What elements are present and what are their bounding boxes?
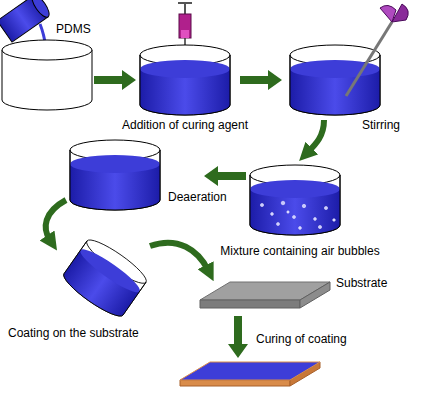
step-label: Coating on the substrate [8,326,139,340]
coated-substrate [180,362,320,386]
pdms-beaker [140,45,230,115]
stirrer [346,4,408,96]
air-bubbles [260,201,335,229]
stirring-beaker [290,45,380,115]
flow-arrow [94,70,136,90]
flow-arrow [228,316,248,358]
flow-arrow [46,200,66,240]
flow-arrow [150,243,208,270]
step-label: Addition of curing agent [122,118,248,132]
flow-arrow [240,70,282,90]
step-label: Deaeration [168,190,227,204]
pouring-beaker [59,234,150,321]
bubbles-beaker [250,165,340,235]
step-label: Stirring [362,118,400,132]
step-label: Mixture containing air bubbles [220,244,379,258]
step-label: Curing of coating [256,332,347,346]
flow-arrow [204,166,246,186]
deaerated-beaker [70,140,160,210]
substrate-slab [200,282,330,308]
empty-beaker [2,40,92,110]
step-label: PDMS [56,22,91,36]
flow-arrow [308,120,324,152]
syringe [178,2,192,48]
step-label: Substrate [336,276,387,290]
